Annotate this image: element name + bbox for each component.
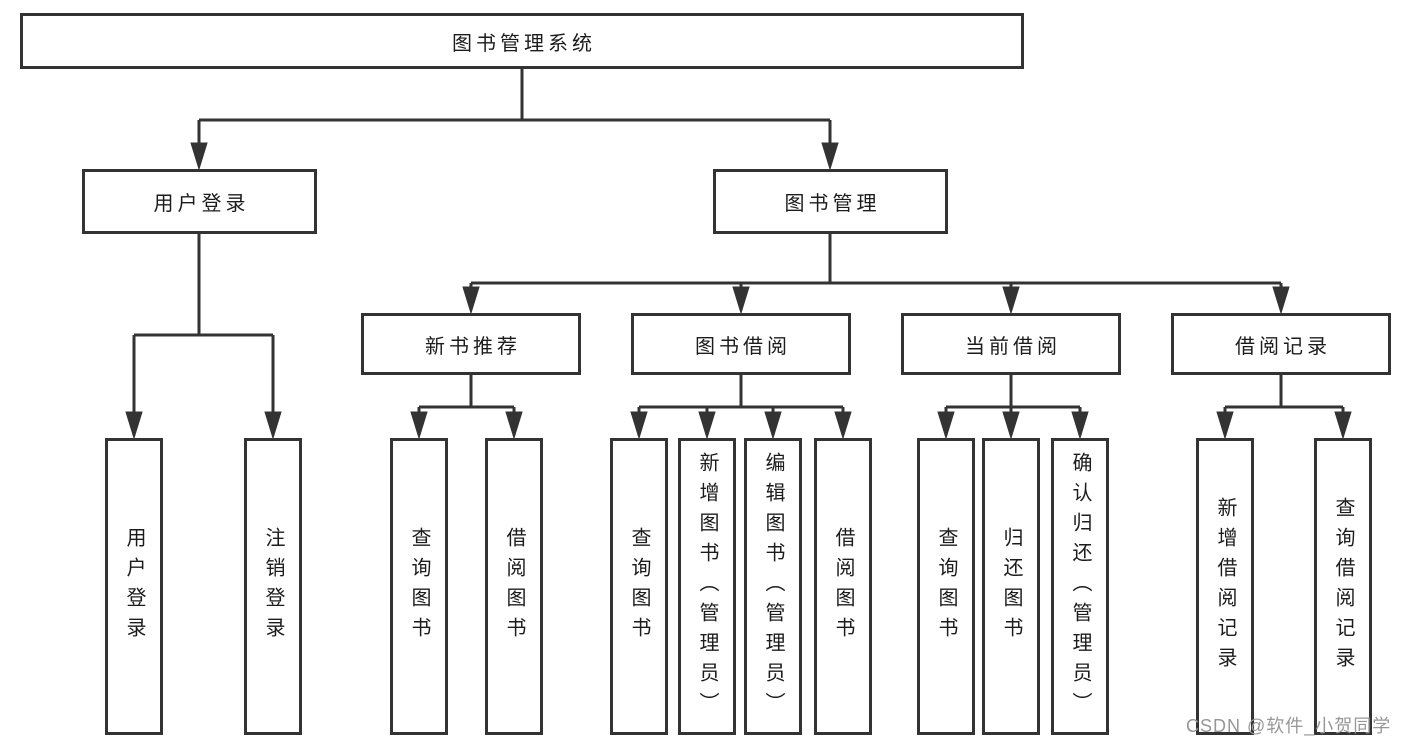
connector-mgmt-to-level3 — [462, 234, 1290, 315]
leaf-current-return-book: 归还图书 — [982, 438, 1040, 735]
leaf-records-add-record: 新增借阅记录 — [1196, 438, 1254, 735]
leaf-logout: 注销登录 — [244, 438, 302, 735]
node-new-book-recommend: 新书推荐 — [361, 313, 581, 375]
leaf-newbook-query-book: 查询图书 — [390, 438, 448, 735]
leaf-records-add-record-label: 新增借阅记录 — [1214, 496, 1236, 677]
node-book-borrow: 图书借阅 — [631, 313, 851, 375]
connector-current-to-leaves — [937, 375, 1089, 440]
node-book-management: 图书管理 — [713, 169, 948, 234]
connector-records-to-leaves — [1216, 375, 1352, 440]
leaf-newbook-query-book-label: 查询图书 — [408, 526, 430, 647]
node-user-login: 用户登录 — [82, 169, 317, 234]
leaf-logout-label: 注销登录 — [262, 526, 284, 647]
connector-newbook-to-leaves — [410, 375, 523, 440]
connector-root-to-level2 — [190, 68, 839, 171]
leaf-borrow-add-book-admin: 新增图书（管理员） — [678, 438, 736, 735]
node-current-borrow: 当前借阅 — [901, 313, 1121, 375]
leaf-newbook-borrow-book-label: 借阅图书 — [503, 526, 525, 647]
leaf-current-query-book: 查询图书 — [917, 438, 975, 735]
node-root-system: 图书管理系统 — [20, 13, 1024, 69]
node-borrow-records: 借阅记录 — [1171, 313, 1391, 375]
leaf-current-confirm-return-admin-label: 确认归还（管理员） — [1069, 451, 1091, 722]
leaf-newbook-borrow-book: 借阅图书 — [485, 438, 543, 735]
leaf-records-query-record-label: 查询借阅记录 — [1332, 496, 1354, 677]
leaf-borrow-edit-book-admin: 编辑图书（管理员） — [744, 438, 802, 735]
leaf-borrow-add-book-admin-label: 新增图书（管理员） — [696, 451, 718, 722]
leaf-borrow-borrow-book-label: 借阅图书 — [832, 526, 854, 647]
csdn-watermark: CSDN @软件_小贺同学 — [1186, 716, 1392, 736]
leaf-current-return-book-label: 归还图书 — [1000, 526, 1022, 647]
leaf-records-query-record: 查询借阅记录 — [1314, 438, 1372, 735]
leaf-current-confirm-return-admin: 确认归还（管理员） — [1051, 438, 1109, 735]
connector-borrow-to-leaves — [630, 375, 852, 440]
leaf-borrow-borrow-book: 借阅图书 — [814, 438, 872, 735]
leaf-borrow-edit-book-admin-label: 编辑图书（管理员） — [762, 451, 784, 722]
leaf-borrow-query-book-label: 查询图书 — [628, 526, 650, 647]
leaf-user-login-label: 用户登录 — [123, 526, 145, 647]
leaf-user-login: 用户登录 — [105, 438, 163, 735]
leaf-borrow-query-book: 查询图书 — [610, 438, 668, 735]
connector-login-to-leaves — [125, 234, 282, 440]
leaf-current-query-book-label: 查询图书 — [935, 526, 957, 647]
